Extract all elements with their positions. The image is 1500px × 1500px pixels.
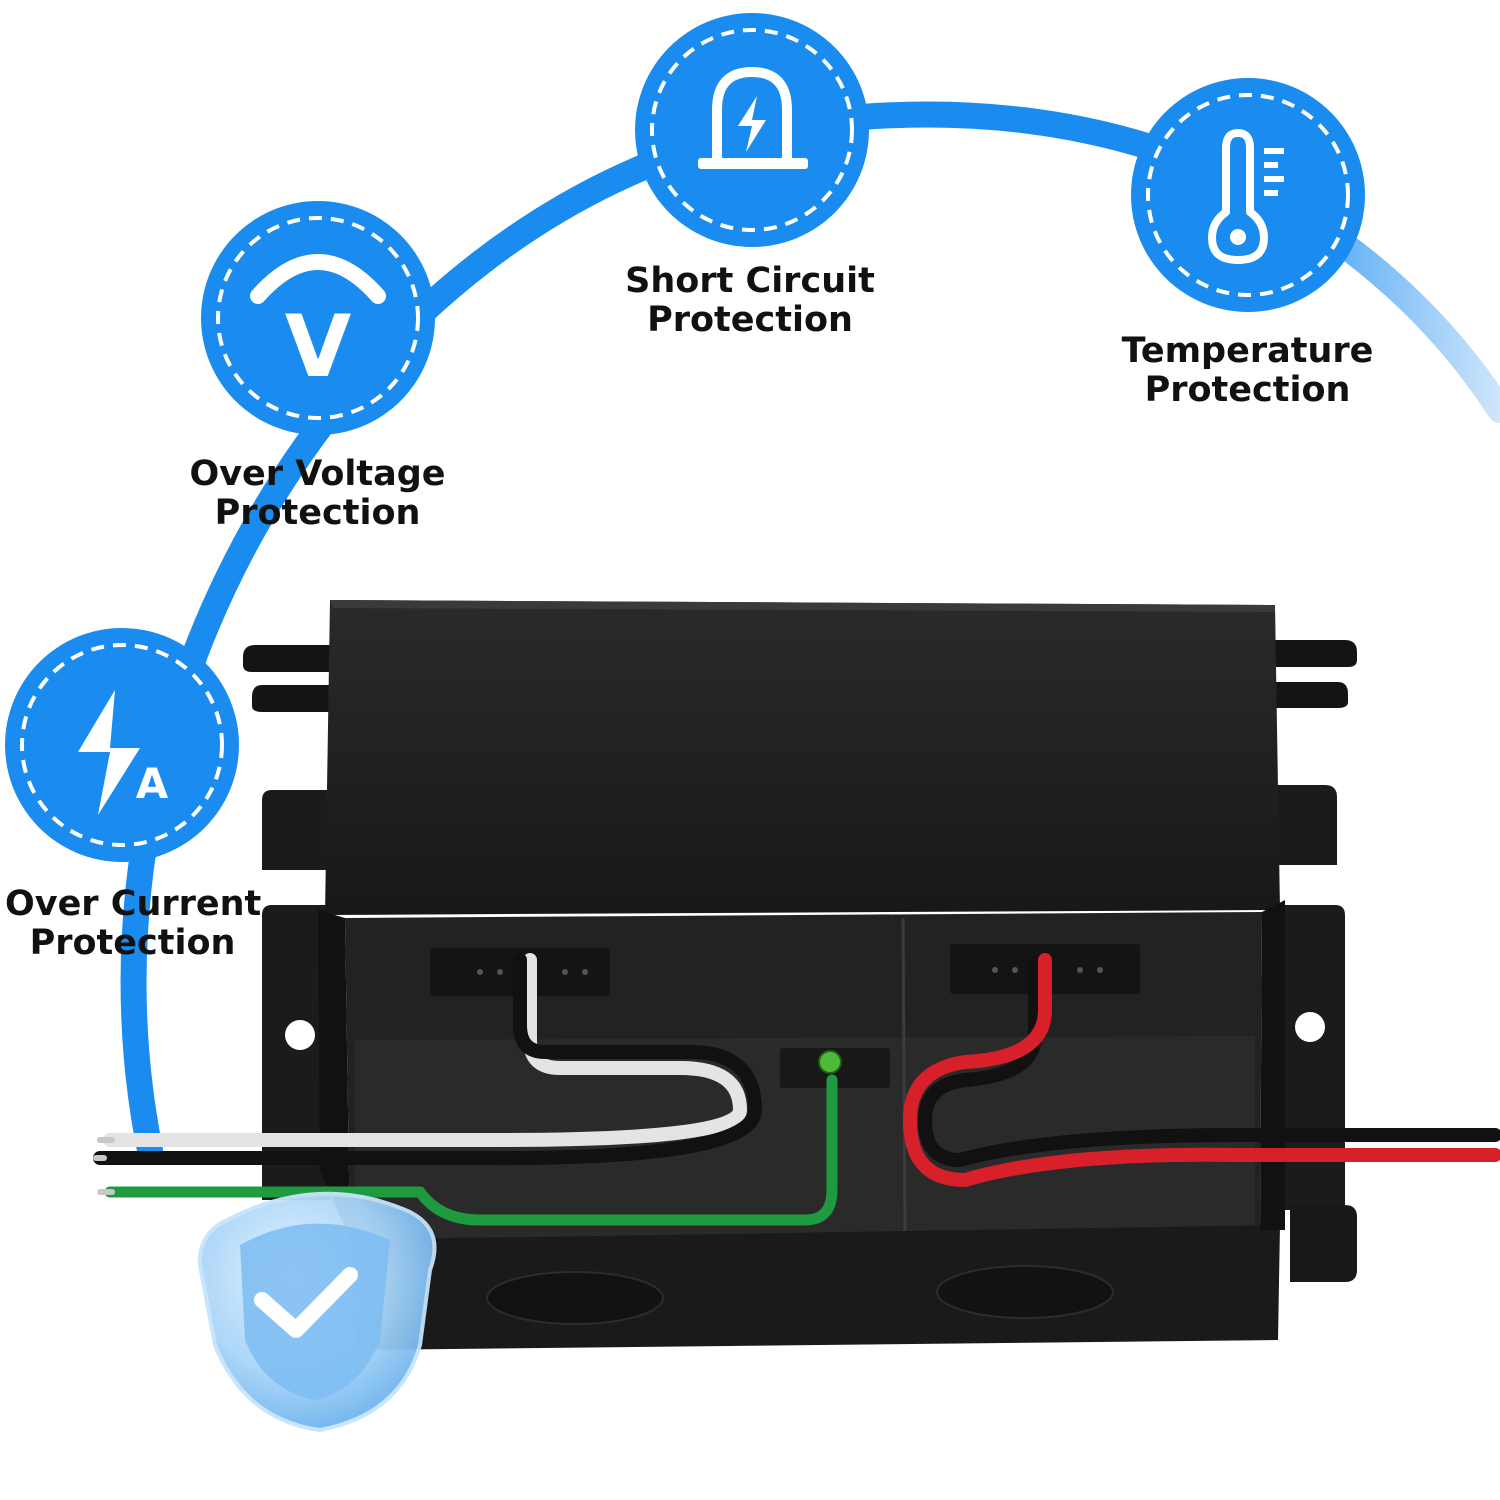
short-circuit-title-line1: Short Circuit [625, 261, 875, 301]
short-circuit-icon [635, 13, 869, 247]
wire-black-right [918, 955, 1500, 1167]
temperature-title-line2: Protection [1144, 370, 1351, 410]
over-current-symbol: A [136, 759, 169, 808]
over-current-icon: A [5, 628, 239, 862]
wire-black-left [93, 953, 762, 1166]
over-current-title-line2: Protection [29, 923, 236, 963]
over-voltage-symbol: V [285, 297, 352, 397]
wire-red [903, 953, 1500, 1187]
shield-check-icon [197, 1191, 437, 1433]
wire-white [103, 953, 747, 1147]
over-voltage-label: Over Voltage Protection [185, 455, 450, 533]
mounting-tab-left-top [243, 645, 330, 712]
side-flange-left [262, 790, 330, 1200]
over-voltage-title-line2: Protection [214, 493, 421, 533]
wires [93, 953, 1500, 1226]
ground-screw [818, 1050, 842, 1074]
side-flange-right [1275, 785, 1345, 1210]
over-voltage-icon: V [201, 201, 435, 435]
temperature-label: Temperature Protection [1115, 332, 1380, 410]
box-front-panel [350, 1225, 1280, 1350]
over-current-title-line1: Over Current [5, 884, 262, 924]
temperature-title-line1: Temperature [1121, 331, 1374, 371]
knockout-right [936, 1265, 1114, 1319]
mounting-tab-right-top [1275, 640, 1357, 708]
knockout-left [486, 1271, 664, 1325]
over-voltage-title-line1: Over Voltage [189, 454, 446, 494]
temperature-icon [1131, 78, 1365, 312]
junction-box [243, 600, 1357, 1350]
short-circuit-title-line2: Protection [647, 300, 853, 340]
short-circuit-label: Short Circuit Protection [615, 262, 885, 340]
box-lid [325, 600, 1280, 915]
over-current-label: Over Current Protection [5, 884, 262, 963]
wire-green [104, 1074, 838, 1226]
